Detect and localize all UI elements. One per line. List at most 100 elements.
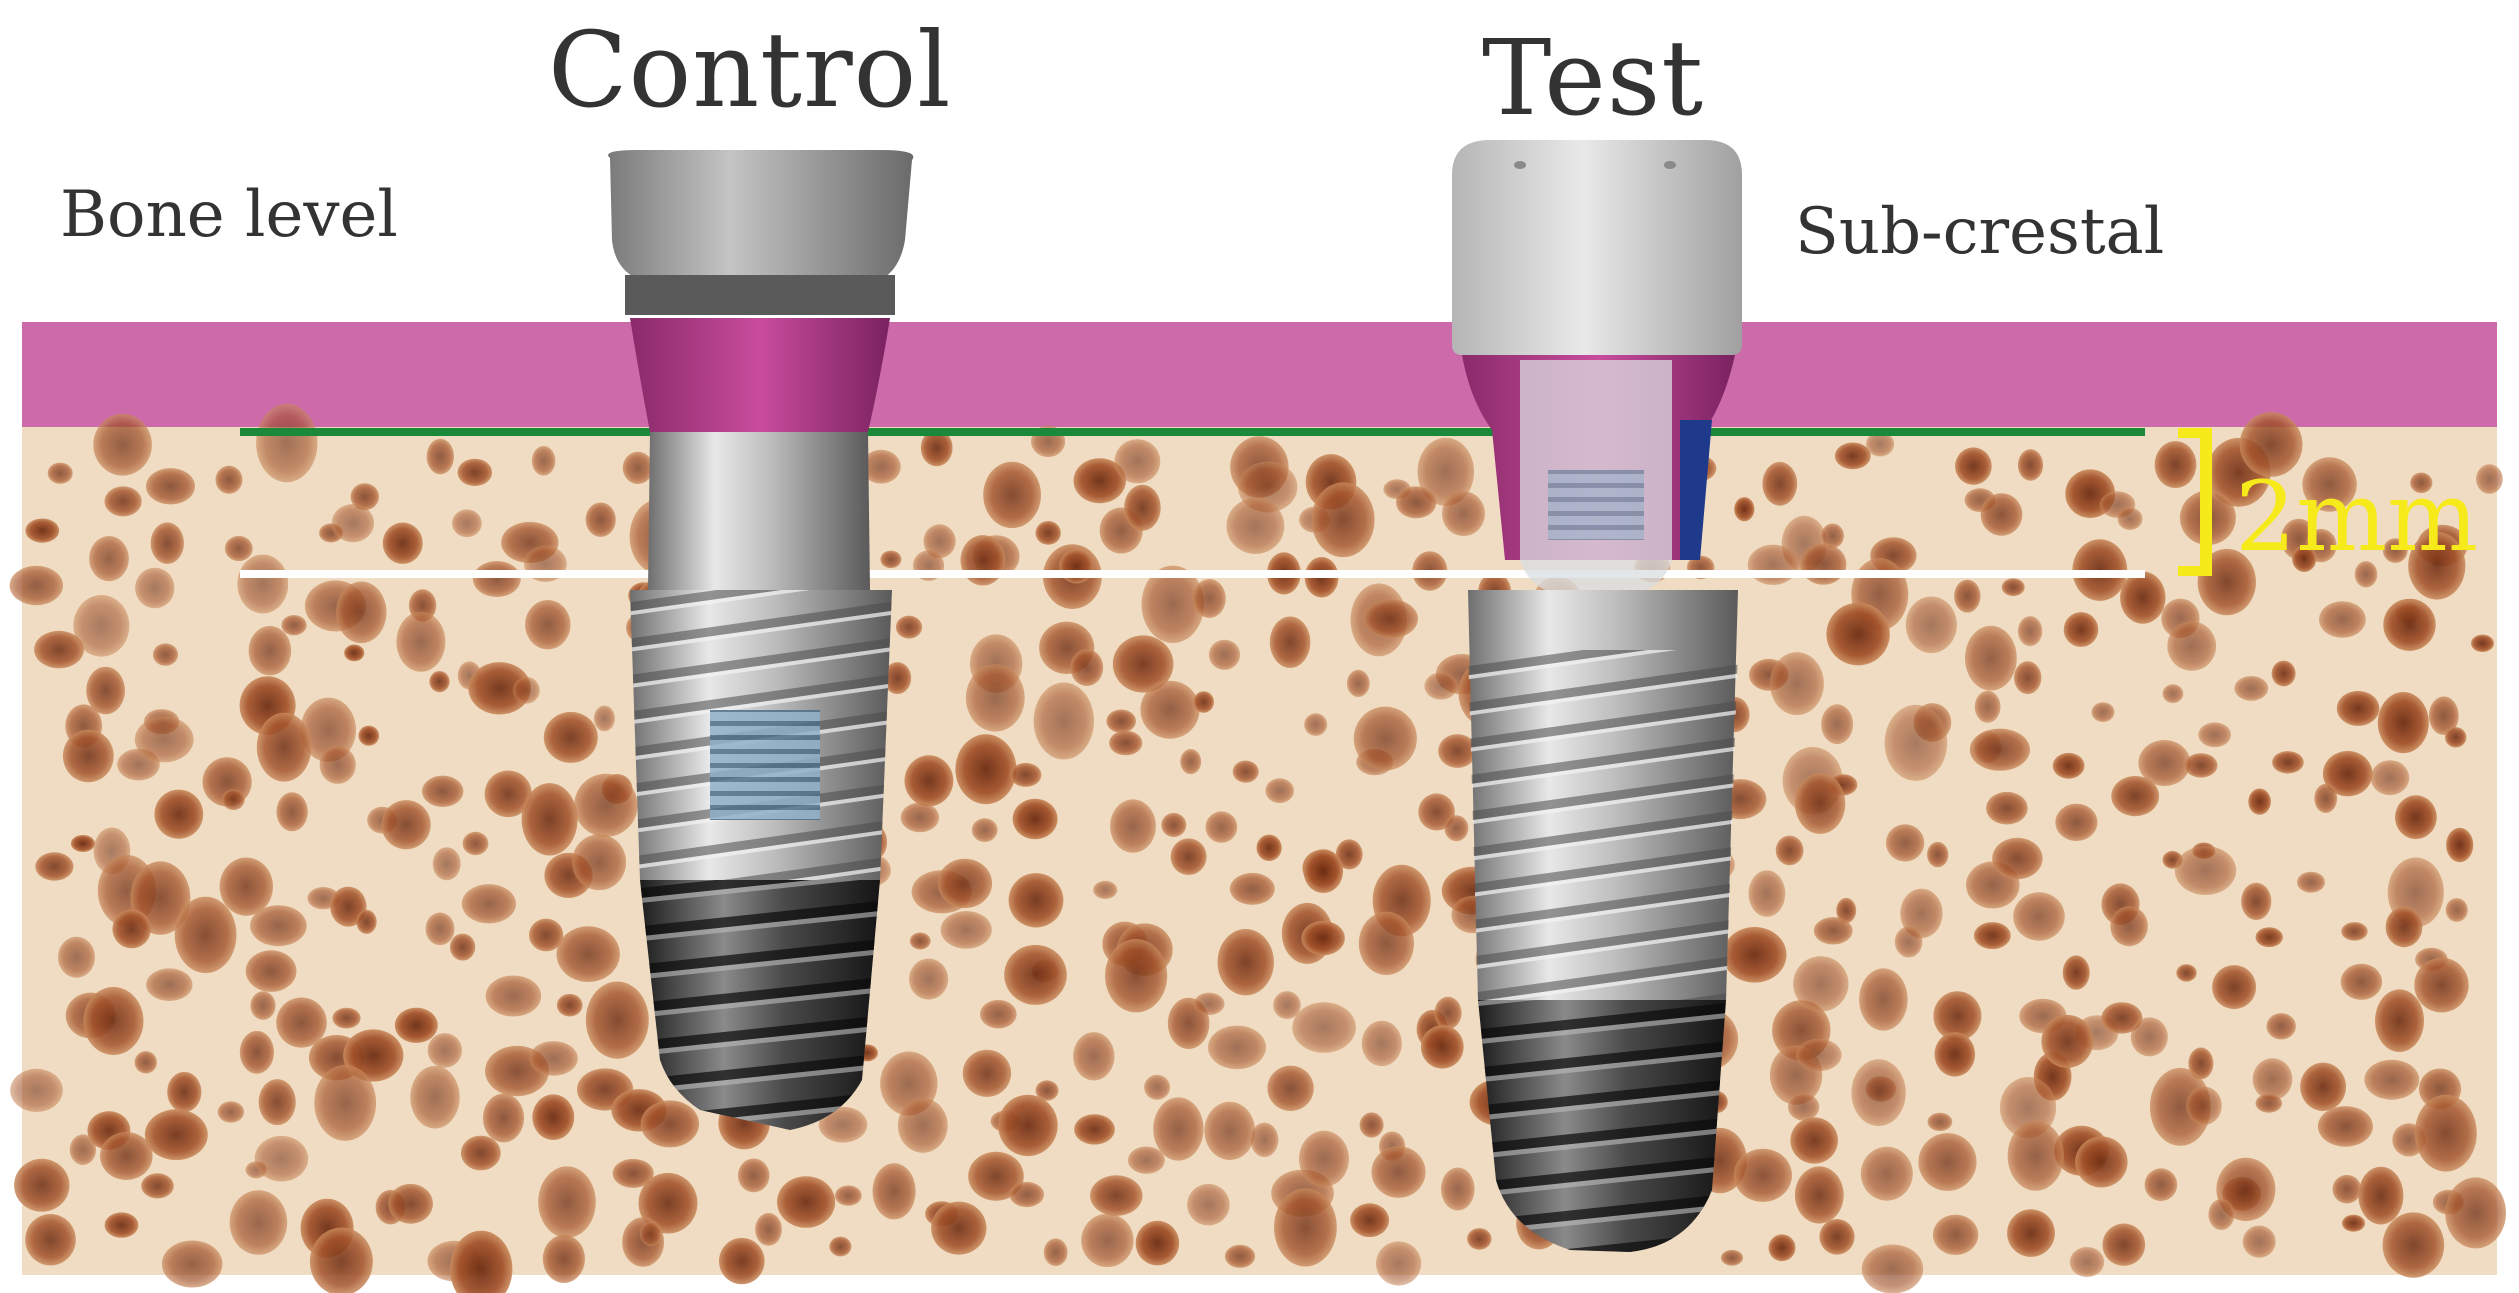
bone-pore	[2070, 1247, 2104, 1277]
test-healing-cap	[1452, 140, 1742, 355]
bone-pore	[71, 835, 95, 852]
bone-pore	[2208, 1199, 2234, 1230]
bone-pore	[905, 755, 954, 806]
control-transmucosal	[630, 318, 890, 432]
bone-pore	[2055, 804, 2097, 841]
bone-pore	[2198, 722, 2231, 747]
bone-pore	[2167, 621, 2216, 670]
bone-pore	[257, 713, 312, 782]
bone-pore	[998, 1095, 1058, 1156]
bone-pore	[2445, 1177, 2506, 1248]
bone-pore	[529, 1041, 577, 1076]
bone-pore	[240, 1031, 274, 1074]
bone-pore	[955, 734, 1016, 804]
bone-pore	[2145, 1168, 2178, 1201]
control-abutment-collar	[625, 275, 895, 315]
bone-pore	[1974, 922, 2011, 949]
bone-pore	[230, 1190, 288, 1255]
bone-pore	[1396, 486, 1436, 518]
bone-pore	[873, 1163, 916, 1219]
bone-pore	[1376, 1241, 1421, 1285]
bone-pore	[1992, 838, 2042, 879]
bone-pore	[1010, 763, 1041, 787]
bone-pore	[356, 910, 376, 934]
bone-pore	[218, 1101, 244, 1122]
bone-pore	[1233, 761, 1259, 783]
bone-pore	[336, 582, 386, 644]
bone-pore	[10, 566, 63, 605]
bone-pore	[428, 1033, 462, 1068]
bone-pore	[25, 519, 59, 543]
bone-pore	[1265, 778, 1294, 803]
bone-pore	[909, 959, 948, 1000]
bone-pore	[2002, 578, 2025, 596]
bone-pore	[1723, 927, 1787, 983]
gingiva-layer	[22, 322, 2497, 427]
bone-pore	[1788, 1093, 1819, 1120]
bone-pore	[623, 452, 653, 484]
bone-pore	[1762, 462, 1797, 506]
bone-pore	[2386, 907, 2423, 947]
bone-pore	[586, 982, 649, 1059]
bone-pore	[1795, 773, 1845, 834]
bone-pore	[105, 486, 142, 516]
bone-pore	[1250, 1123, 1278, 1157]
bone-pore	[1081, 1214, 1133, 1267]
bone-pore	[2337, 691, 2380, 726]
bone-pore	[1970, 729, 2030, 771]
bone-pore	[220, 858, 273, 916]
bone-pore	[1444, 815, 1468, 841]
bone-pore	[145, 1109, 208, 1160]
bone-pore	[281, 615, 306, 635]
bone-pore	[175, 897, 237, 973]
bone-pore	[427, 439, 454, 475]
bone-pore	[532, 1094, 574, 1140]
bone-pore	[320, 746, 356, 784]
bone-pore	[1354, 707, 1417, 771]
bone-crest-line	[240, 428, 2145, 436]
bone-pore	[461, 1136, 501, 1171]
bone-pore	[48, 463, 73, 484]
bone-pore	[538, 1166, 596, 1237]
bone-pore	[93, 414, 152, 476]
bone-pore	[2383, 599, 2435, 651]
bone-pore	[2018, 449, 2043, 480]
bone-pore	[450, 934, 475, 961]
bone-pore	[1073, 1032, 1114, 1080]
bone-pore	[777, 1176, 835, 1228]
bone-pore	[1161, 813, 1186, 837]
bone-pore	[1769, 1234, 1796, 1261]
bone-pore	[938, 859, 992, 908]
bone-pore	[1059, 549, 1093, 583]
bone-pore	[1442, 491, 1485, 536]
bone-pore	[543, 1235, 585, 1283]
bone-pore	[980, 1000, 1017, 1029]
bone-pore	[486, 976, 542, 1017]
bone-pore	[755, 1213, 782, 1246]
bone-pore	[1927, 842, 1948, 867]
bone-pore	[310, 1228, 373, 1293]
bone-pore	[1362, 1021, 1402, 1066]
bone-pore	[2075, 1136, 2127, 1187]
bone-pore	[1895, 926, 1923, 957]
measurement-label: 2mm	[2235, 462, 2478, 572]
bone-pore	[738, 1159, 770, 1193]
bone-pore	[1153, 1097, 1203, 1160]
bone-pore	[146, 968, 192, 1001]
bone-pore	[332, 504, 374, 542]
bone-pore	[2341, 922, 2367, 941]
bone-pore	[1796, 1039, 1842, 1071]
bone-pore	[1721, 1250, 1743, 1266]
bone-pore	[941, 911, 992, 949]
bone-pore	[2297, 872, 2325, 893]
bone-pore	[2378, 692, 2429, 753]
bone-pore	[2186, 1087, 2222, 1125]
bone-pore	[2110, 906, 2148, 946]
bone-pore	[1013, 799, 1058, 840]
bone-pore	[1226, 498, 1284, 554]
bone-pore	[2300, 1063, 2346, 1111]
bone-pore	[58, 937, 95, 978]
bone-pore	[2118, 508, 2143, 530]
bone-pore	[1230, 873, 1275, 905]
bone-pore	[1124, 485, 1161, 531]
